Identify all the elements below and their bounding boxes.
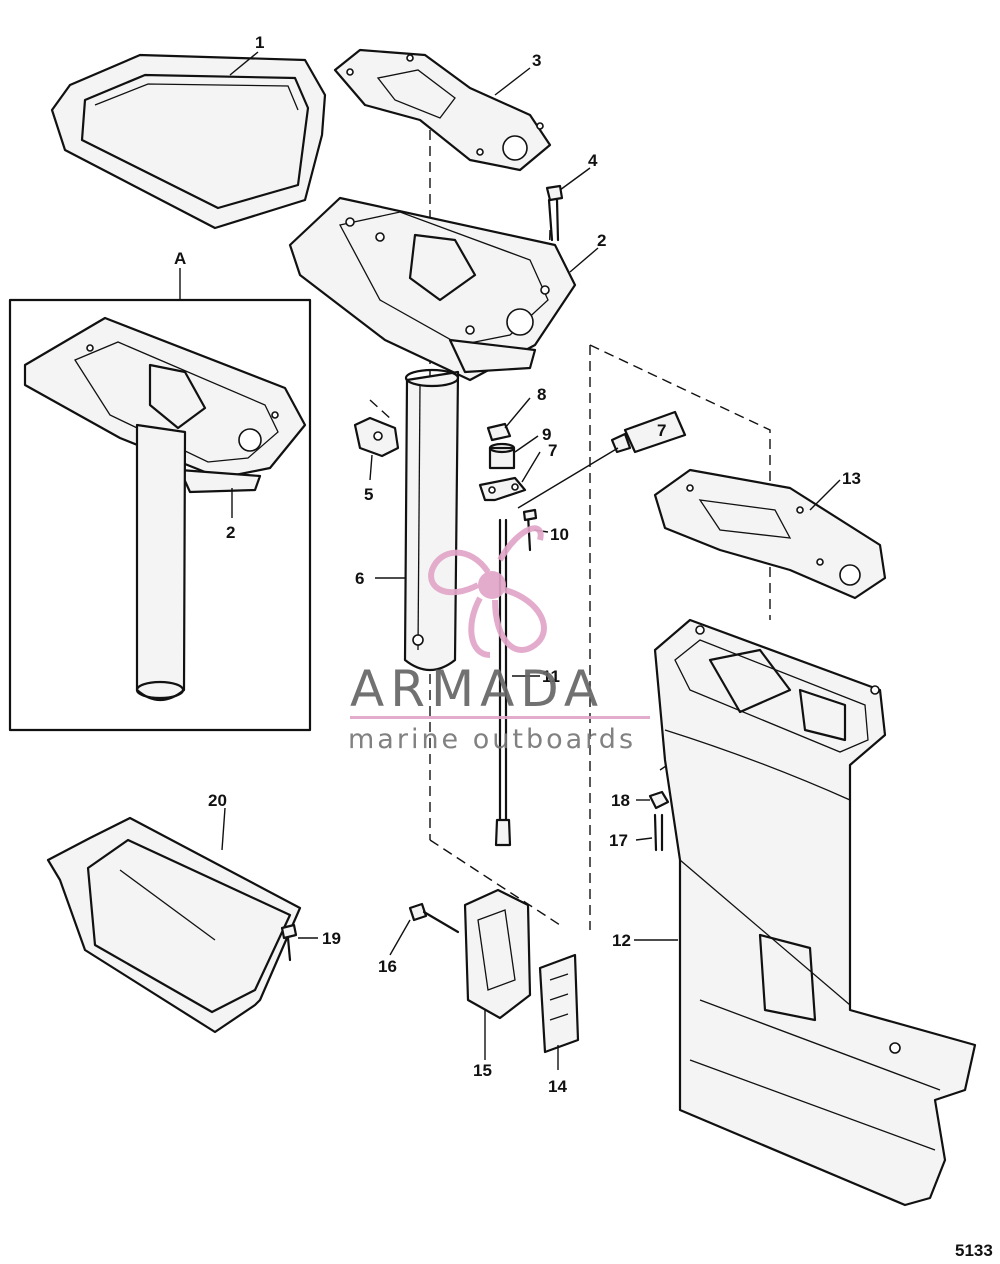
part-20-cover — [46, 816, 302, 1034]
part-4-bolt — [545, 184, 564, 242]
part-3-gasket — [333, 48, 552, 172]
part-12-driveshaft-housing — [653, 618, 977, 1207]
callout-3: 3 — [532, 51, 541, 70]
part-18-nut — [648, 790, 670, 810]
callout-18: 18 — [611, 791, 630, 810]
callout-8: 8 — [537, 385, 546, 404]
callout-9: 9 — [542, 425, 551, 444]
part-19-screw — [280, 923, 298, 962]
callout-5: 5 — [364, 485, 373, 504]
callout-4: 4 — [588, 151, 598, 170]
part-1-seal-ring — [50, 53, 327, 230]
callout-16: 16 — [378, 957, 397, 976]
part-13-gasket — [653, 468, 887, 600]
callout-17: 17 — [609, 831, 628, 850]
inset-label-a: A — [174, 249, 186, 268]
callout-15: 15 — [473, 1061, 492, 1080]
watermark: ARMADA marine outboards — [348, 525, 650, 755]
callout-1: 1 — [255, 33, 264, 52]
callout-11: 11 — [542, 667, 560, 686]
part-17-stud — [653, 813, 664, 852]
callout-10: 10 — [550, 525, 569, 544]
figure-number: 5133 — [955, 1241, 993, 1260]
part-6-exhaust-tube — [403, 368, 460, 672]
propeller-logo-icon — [428, 525, 547, 658]
callout-13: 13 — [842, 469, 861, 488]
callout-6: 6 — [355, 569, 364, 588]
callout-2-main: 2 — [597, 231, 606, 250]
part-11-shift-rod — [494, 518, 512, 847]
callout-19: 19 — [322, 929, 341, 948]
callout-7-tube: 7 — [657, 421, 666, 440]
part-7-sealant-tube — [610, 410, 687, 454]
leader-lines — [179, 51, 841, 1070]
part-14-plate — [538, 953, 580, 1054]
inset-box-a — [8, 298, 312, 732]
part-2-adapter-plate — [288, 196, 577, 382]
watermark-brand: ARMADA — [350, 660, 604, 718]
callout-2-inset: 2 — [226, 523, 235, 542]
watermark-underline — [350, 716, 650, 719]
part-7-bracket — [478, 476, 527, 502]
part-5-bracket — [353, 416, 400, 458]
part-15-block — [463, 888, 532, 1020]
callout-7-bracket: 7 — [548, 441, 557, 460]
watermark-tagline: marine outboards — [348, 724, 636, 755]
part-8-clip — [486, 422, 512, 442]
callout-20: 20 — [208, 791, 227, 810]
callout-14: 14 — [548, 1077, 567, 1096]
part-16-bolt — [408, 902, 460, 934]
callout-labels: 1 3 4 2 A 2 5 6 8 9 7 10 7 13 11 18 17 1… — [174, 33, 861, 1096]
part-9-bushing — [488, 442, 516, 470]
callout-12: 12 — [612, 931, 631, 950]
